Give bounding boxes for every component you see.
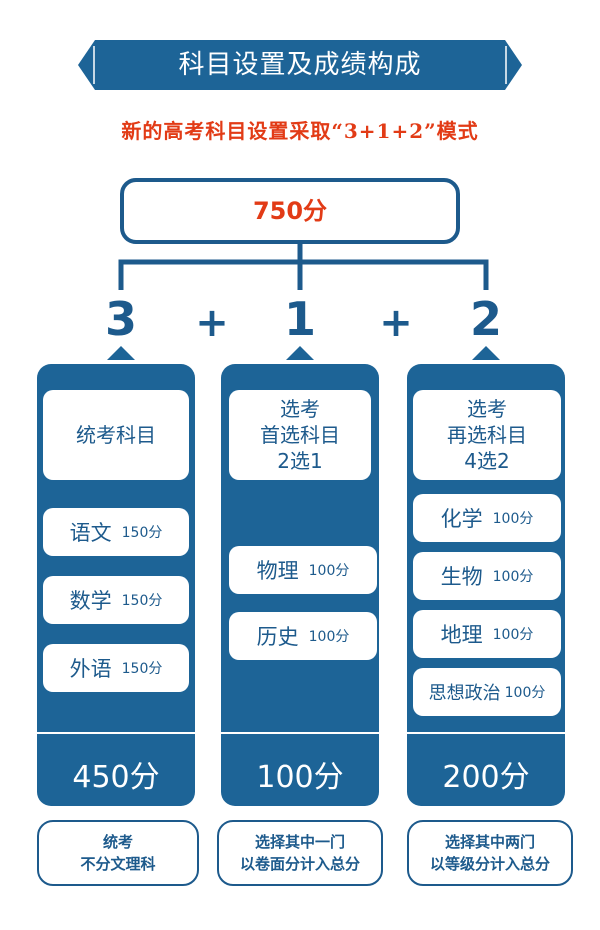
subject-card: 数学 150分 <box>43 576 189 624</box>
formula-number-1: 1 <box>283 292 316 346</box>
formula-plus-2: + <box>379 300 413 346</box>
subject-name: 数学 <box>69 589 112 613</box>
subtitle: 新的高考科目设置采取“3+1+2”模式 <box>121 119 479 143</box>
subject-card: 思想政治 100分 <box>413 668 561 716</box>
note-line: 以卷面分计入总分 <box>239 855 360 873</box>
note-line: 统考 <box>102 833 133 851</box>
subject-score: 100分 <box>308 629 350 645</box>
column-head-card: 选考 再选科目 4选2 <box>413 390 561 480</box>
subject-name: 历史 <box>256 625 299 649</box>
note-box: 选择其中一门 以卷面分计入总分 <box>217 820 383 886</box>
column-head-line: 选考 <box>280 397 320 421</box>
column-head-line: 4选2 <box>464 449 510 473</box>
page-title: 科目设置及成绩构成 <box>178 50 422 80</box>
subject-score: 100分 <box>492 569 534 585</box>
subject-card: 物理 100分 <box>229 546 377 594</box>
column-head-line: 选考 <box>467 397 507 421</box>
column-head-card: 统考科目 <box>43 390 189 480</box>
subject-score: 100分 <box>492 627 534 643</box>
subject-score: 150分 <box>121 593 163 609</box>
column-head-line: 再选科目 <box>447 423 527 447</box>
subject-card: 语文 150分 <box>43 508 189 556</box>
subject-card: 历史 100分 <box>229 612 377 660</box>
formula-number-2: 2 <box>469 292 502 346</box>
column-head-card: 选考 首选科目 2选1 <box>229 390 371 480</box>
formula-number-3: 3 <box>104 292 137 346</box>
subject-name: 思想政治 <box>428 683 501 704</box>
column-divider <box>221 732 379 734</box>
subject-score: 100分 <box>504 685 546 701</box>
subject-name: 外语 <box>69 657 112 681</box>
subject-name: 语文 <box>69 521 112 545</box>
column-total: 100分 <box>256 760 344 795</box>
column-total: 450分 <box>72 760 160 795</box>
subject-score: 100分 <box>308 563 350 579</box>
note-line: 不分文理科 <box>80 855 156 873</box>
subject-card: 生物 100分 <box>413 552 561 600</box>
subject-score: 150分 <box>121 525 163 541</box>
subject-score: 150分 <box>121 661 163 677</box>
column-head-line: 统考科目 <box>76 423 156 447</box>
column-head-line: 2选1 <box>277 449 323 473</box>
column-head-line: 首选科目 <box>260 423 340 447</box>
subject-card: 外语 150分 <box>43 644 189 692</box>
note-line: 选择其中两门 <box>444 833 535 851</box>
subject-name: 物理 <box>256 559 299 583</box>
total-score-box: 750分 <box>120 178 460 244</box>
subject-card: 化学 100分 <box>413 494 561 542</box>
subject-score: 100分 <box>492 511 534 527</box>
column-total: 200分 <box>442 760 530 795</box>
subject-card: 地理 100分 <box>413 610 561 658</box>
formula-plus-1: + <box>195 300 229 346</box>
note-line: 选择其中一门 <box>254 833 345 851</box>
note-line: 以等级分计入总分 <box>429 855 550 873</box>
subject-name: 化学 <box>440 507 483 531</box>
note-box: 统考 不分文理科 <box>37 820 199 886</box>
column-divider <box>407 732 565 734</box>
subject-name: 生物 <box>440 565 483 589</box>
note-box: 选择其中两门 以等级分计入总分 <box>407 820 573 886</box>
title-banner <box>78 40 522 90</box>
subject-name: 地理 <box>440 623 483 647</box>
column-divider <box>37 732 195 734</box>
